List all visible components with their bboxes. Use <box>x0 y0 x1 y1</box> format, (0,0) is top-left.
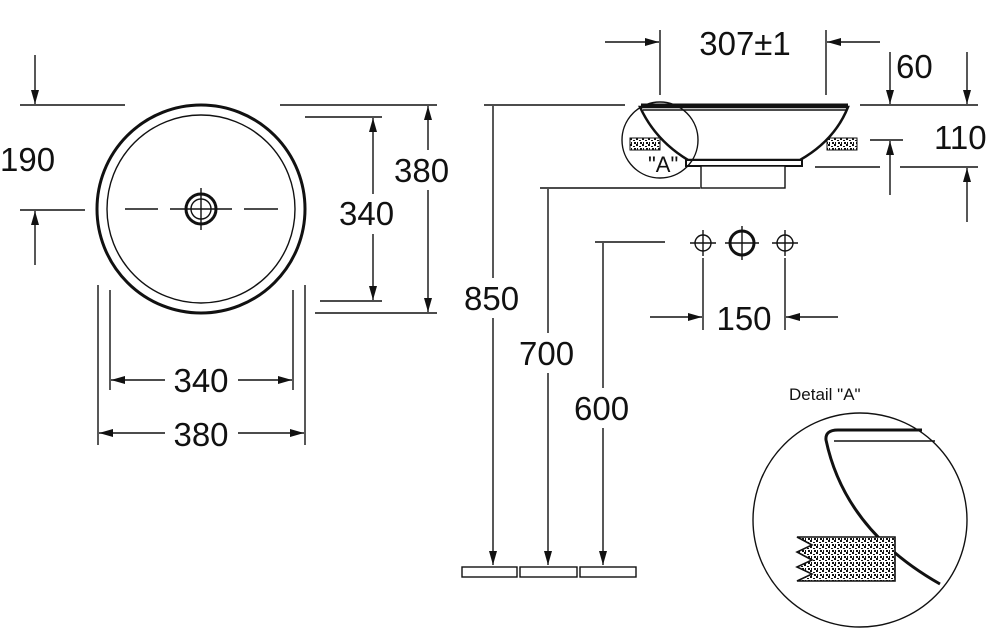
height-dimensions: 850 700 600 <box>461 104 700 578</box>
basin-outer-rim <box>95 103 307 315</box>
dim-340-vertical-label: 340 <box>339 195 394 232</box>
dim-60-label: 60 <box>896 48 933 85</box>
dim-110-label: 110 <box>934 119 987 156</box>
dim-340-horizontal-label: 340 <box>173 362 228 399</box>
dim-380-horizontal-label: 380 <box>173 416 228 453</box>
floor-block <box>579 566 637 578</box>
bowl-pedestal <box>700 165 786 189</box>
detail-a-circle <box>752 412 968 628</box>
dim-850-label: 850 <box>464 280 519 317</box>
dim-600-label: 600 <box>574 390 629 427</box>
dim-width-label: 307±1 <box>699 25 791 62</box>
floor-block <box>519 566 578 578</box>
bowl-foot <box>685 159 803 167</box>
dim-380-vertical-label: 380 <box>394 152 449 189</box>
countertop-right <box>826 137 858 151</box>
top-view: 190 380 340 340 380 <box>0 55 458 453</box>
floor-block <box>461 566 518 578</box>
tap-hole-icon <box>725 226 759 260</box>
dim-190-label: 190 <box>0 141 55 178</box>
countertop-section <box>795 536 896 582</box>
tap-hole-icon <box>690 230 716 256</box>
dim-150-label: 150 <box>716 300 771 337</box>
dim-700-label: 700 <box>519 335 574 372</box>
basin-inner-rim <box>106 114 296 304</box>
side-view: "A" 307±1 60 110 <box>605 25 987 222</box>
tap-holes: 150 <box>650 226 838 337</box>
detail-a-marker-label: "A" <box>648 152 678 177</box>
drain-icon <box>125 188 278 230</box>
detail-a: Detail "A" <box>752 385 968 628</box>
tap-hole-icon <box>772 230 798 256</box>
detail-a-title: Detail "A" <box>789 385 861 404</box>
countertop-left <box>629 137 661 151</box>
detail-a-marker-circle <box>621 101 699 179</box>
